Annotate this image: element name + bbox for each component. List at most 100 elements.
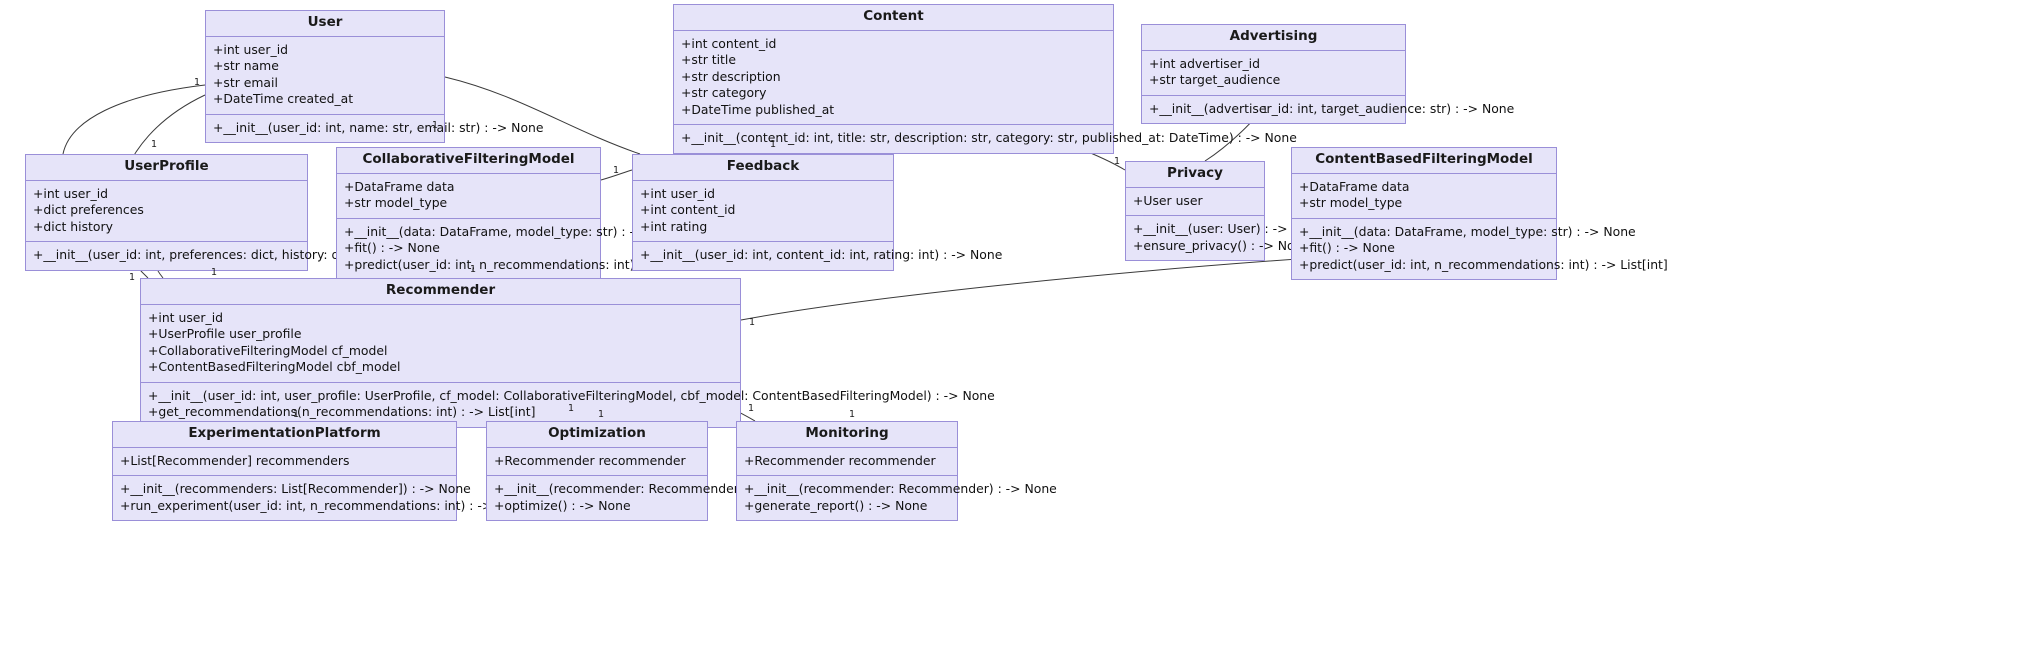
uml-method-row: +predict(user_id: int, n_recommendations…	[1299, 256, 1668, 272]
multiplicity-label: 1	[749, 317, 756, 328]
uml-class-title: Privacy	[1126, 162, 1264, 188]
uml-class-title: Recommender	[141, 279, 740, 305]
uml-attribute-section: +int advertiser_id+str target_audience	[1142, 51, 1405, 96]
uml-method-row: +fit() : -> None	[1299, 240, 1395, 256]
association-edge	[444, 76, 641, 155]
uml-attribute-row: +str target_audience	[1149, 72, 1281, 88]
multiplicity-label: 1	[211, 267, 218, 278]
uml-attribute-section: +int user_id+int content_id+int rating	[633, 181, 893, 243]
uml-class-privacy[interactable]: Privacy +User user +__init__(user: User) :…	[1125, 161, 1324, 262]
uml-method-row: +__init__(user_id: int, preferences: dic…	[33, 247, 423, 263]
multiplicity-label: 1	[1114, 156, 1121, 167]
multiplicity-label: 1	[470, 264, 477, 275]
uml-attribute-row: +int user_id	[640, 185, 716, 201]
uml-method-section: +__init__(data: DataFrame, model_type: s…	[1292, 219, 1668, 280]
uml-method-section: +__init__(user_id: int, content_id: int,…	[633, 242, 1003, 270]
uml-attribute-section: +DataFrame data+str model_type	[337, 174, 600, 219]
multiplicity-label: 1	[194, 77, 201, 88]
uml-attribute-row: +DateTime created_at	[213, 91, 354, 107]
uml-attribute-section: +User user	[1126, 188, 1264, 217]
association-edge	[62, 84, 206, 155]
multiplicity-label: 1	[129, 272, 136, 283]
uml-class-content[interactable]: Content +int content_id+str title+str des…	[673, 4, 1297, 154]
multiplicity-label: 1	[568, 403, 575, 414]
uml-attribute-row: +str name	[213, 58, 279, 74]
uml-attribute-row: +int content_id	[640, 202, 736, 218]
multiplicity-label: 1	[748, 403, 755, 414]
uml-class-title: CollaborativeFilteringModel	[337, 148, 600, 174]
uml-method-row: +__init__(data: DataFrame, model_type: s…	[344, 223, 681, 239]
uml-attribute-section: +int user_id+str name+str email+DateTime…	[206, 37, 444, 115]
uml-class-title: Feedback	[633, 155, 893, 181]
uml-attribute-row: +DataFrame data	[344, 178, 455, 194]
uml-attribute-section: +DataFrame data+str model_type	[1292, 174, 1556, 219]
multiplicity-label: 1	[598, 409, 605, 420]
uml-method-section: +__init__(recommender: Recommender) : ->…	[487, 476, 807, 520]
uml-attribute-row: +str model_type	[1299, 195, 1403, 211]
uml-method-section: +__init__(user_id: int, preferences: dic…	[26, 242, 423, 270]
uml-attribute-section: +int user_id+dict preferences+dict histo…	[26, 181, 307, 243]
uml-attribute-section: +List[Recommender] recommenders	[113, 448, 456, 477]
uml-class-title: UserProfile	[26, 155, 307, 181]
uml-method-section: +__init__(user_id: int, name: str, email…	[206, 115, 544, 143]
uml-attribute-section: +Recommender recommender	[487, 448, 707, 477]
uml-method-row: +__init__(recommenders: List[Recommender…	[120, 481, 471, 497]
multiplicity-label: 1	[293, 409, 300, 420]
uml-class-optimization[interactable]: Optimization +Recommender recommender +__i…	[486, 421, 807, 522]
uml-class-cbfmodel[interactable]: ContentBasedFilteringModel+DataFrame dat…	[1291, 147, 1668, 281]
uml-method-row: +predict(user_id: int, n_recommendations…	[344, 256, 713, 272]
uml-method-section: +__init__(recommenders: List[Recommender…	[113, 476, 603, 520]
uml-attribute-row: +Recommender recommender	[494, 452, 686, 468]
uml-method-section: +__init__(recommender: Recommender) : ->…	[737, 476, 1057, 520]
uml-method-section: +__init__(user: User) : -> None+ensure_p…	[1126, 216, 1324, 260]
uml-class-advertising[interactable]: Advertising+int advertiser_id+str target…	[1141, 24, 1514, 125]
uml-class-feedback[interactable]: Feedback+int user_id+int content_id+int …	[632, 154, 1003, 271]
multiplicity-label: 1	[432, 120, 439, 131]
uml-method-row: +__init__(user_id: int, content_id: int,…	[640, 247, 1003, 263]
uml-attribute-row: +int advertiser_id	[1149, 55, 1260, 71]
uml-attribute-row: +int user_id	[213, 41, 289, 57]
multiplicity-label: 1	[849, 409, 856, 420]
uml-attribute-row: +DataFrame data	[1299, 178, 1410, 194]
uml-method-row: +get_recommendations(n_recommendations: …	[148, 404, 536, 420]
uml-method-row: +__init__(user_id: int, name: str, email…	[213, 119, 544, 135]
uml-attribute-row: +int user_id	[148, 309, 224, 325]
uml-method-section: +__init__(advertiser_id: int, target_aud…	[1142, 96, 1514, 124]
uml-attribute-row: +User user	[1133, 192, 1203, 208]
uml-class-user[interactable]: User+int user_id+str name+str email+Date…	[205, 10, 544, 144]
uml-attribute-row: +DateTime published_at	[681, 101, 835, 117]
uml-class-userprofile[interactable]: UserProfile+int user_id+dict preferences…	[25, 154, 423, 271]
uml-class-title: Content	[674, 5, 1113, 31]
uml-attribute-row: +str description	[681, 68, 781, 84]
uml-method-row: +run_experiment(user_id: int, n_recommen…	[120, 497, 603, 513]
uml-attribute-row: +str category	[681, 85, 767, 101]
multiplicity-label: 1	[613, 165, 620, 176]
multiplicity-label: 1	[151, 139, 158, 150]
uml-class-title: ExperimentationPlatform	[113, 422, 456, 448]
uml-attribute-row: +UserProfile user_profile	[148, 326, 302, 342]
uml-attribute-row: +dict history	[33, 218, 113, 234]
uml-method-row: +__init__(recommender: Recommender) : ->…	[494, 481, 807, 497]
uml-class-recommender[interactable]: Recommender +int user_id+UserProfile user…	[140, 278, 995, 428]
uml-method-row: +__init__(data: DataFrame, model_type: s…	[1299, 223, 1636, 239]
uml-class-title: Advertising	[1142, 25, 1405, 51]
uml-method-row: +__init__(recommender: Recommender) : ->…	[744, 481, 1057, 497]
uml-class-experimentation[interactable]: ExperimentationPlatform+List[Recommender…	[112, 421, 603, 522]
uml-attribute-row: +dict preferences	[33, 202, 144, 218]
uml-class-cfmodel[interactable]: CollaborativeFilteringModel+DataFrame da…	[336, 147, 713, 281]
uml-attribute-row: +str model_type	[344, 195, 448, 211]
uml-method-section: +__init__(data: DataFrame, model_type: s…	[337, 219, 713, 280]
multiplicity-label: 1	[770, 139, 777, 150]
uml-attribute-row: +int content_id	[681, 35, 777, 51]
uml-attribute-row: +str title	[681, 52, 736, 68]
uml-method-row: +__init__(user_id: int, user_profile: Us…	[148, 387, 995, 403]
uml-attribute-row: +Recommender recommender	[744, 452, 936, 468]
uml-class-monitoring[interactable]: Monitoring+Recommender recommender+__ini…	[736, 421, 1057, 522]
uml-attribute-section: +Recommender recommender	[737, 448, 957, 477]
uml-class-title: ContentBasedFilteringModel	[1292, 148, 1556, 174]
uml-attribute-row: +int user_id	[33, 185, 109, 201]
uml-method-row: +fit() : -> None	[344, 240, 440, 256]
uml-class-title: Optimization	[487, 422, 707, 448]
uml-method-section: +__init__(user_id: int, user_profile: Us…	[141, 383, 995, 427]
